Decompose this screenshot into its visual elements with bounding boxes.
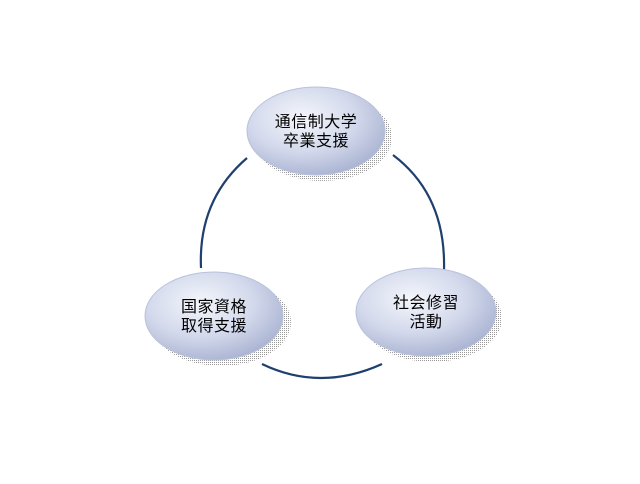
connector-top-left <box>199 157 248 269</box>
node-ellipse-left <box>144 271 284 361</box>
connector-top-right <box>392 154 446 271</box>
node-ellipse-top <box>246 86 386 176</box>
connector-bottom <box>261 362 383 380</box>
node-ellipse-right <box>355 267 497 357</box>
nodes <box>144 86 497 361</box>
connectors <box>199 154 446 380</box>
